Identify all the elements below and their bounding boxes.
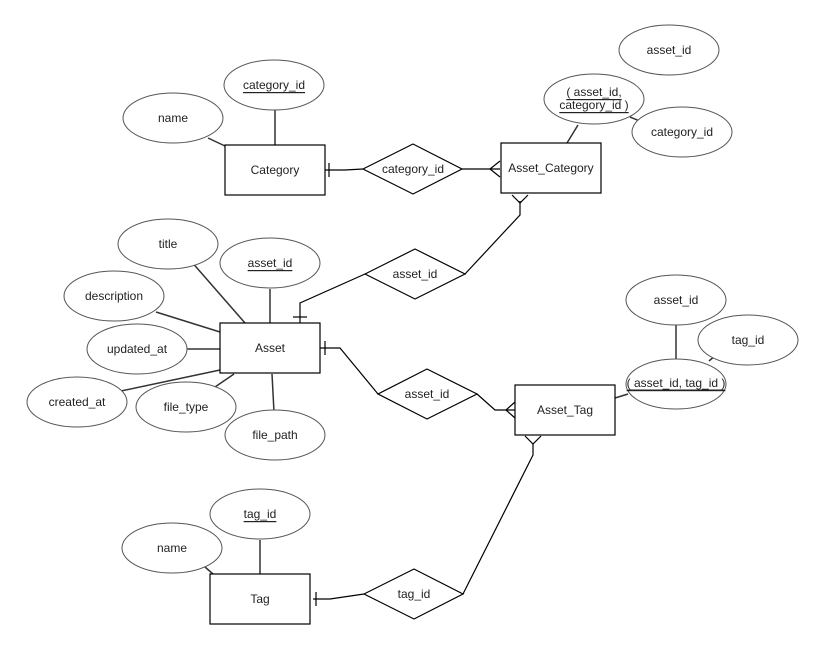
many-mark-asset-tag-bottom [524, 435, 542, 445]
entity-asset-category[interactable]: Asset_Category [500, 142, 602, 194]
entity-asset-category-label: Asset_Category [508, 161, 593, 175]
attr-asset-file-path[interactable]: file_path [224, 409, 326, 461]
attr-category-id-label: category_id [243, 78, 305, 92]
attr-tag-id-label: tag_id [244, 507, 277, 521]
entity-tag-label: Tag [250, 592, 269, 606]
entity-category-label: Category [251, 163, 300, 177]
attr-asset-description-label: description [85, 289, 143, 303]
attr-ac-key-line2: category_id ) [559, 98, 628, 112]
attr-at-asset-id-label: asset_id [654, 293, 699, 307]
relationship-asset-id-category[interactable]: asset_id [363, 248, 467, 300]
attr-asset-file-type[interactable]: file_type [135, 381, 237, 433]
connector-at-key [614, 393, 629, 399]
attr-asset-id[interactable]: asset_id [219, 237, 321, 289]
entity-category[interactable]: Category [224, 144, 326, 196]
attr-at-asset-id[interactable]: asset_id [625, 274, 727, 326]
attr-asset-created-at[interactable]: created_at [26, 376, 128, 428]
attr-ac-category-id-label: category_id [651, 125, 713, 139]
attr-asset-title[interactable]: title [117, 218, 219, 270]
attr-asset-description[interactable]: description [63, 270, 165, 322]
line-category-to-rel [325, 168, 364, 171]
many-mark-asset-tag-left [505, 401, 516, 419]
connector-file-path [271, 373, 275, 413]
attr-at-tag-id-label: tag_id [732, 333, 765, 347]
relationship-asset-id-tag[interactable]: asset_id [376, 368, 479, 420]
attr-at-tag-id[interactable]: tag_id [697, 314, 799, 366]
attr-asset-title-label: title [159, 237, 178, 251]
relationship-tag-id-label: tag_id [398, 587, 431, 601]
attr-asset-file-type-label: file_type [164, 400, 209, 414]
relationship-asset-id-category-label: asset_id [393, 267, 438, 281]
connector-tag-name [204, 566, 214, 575]
entity-asset-tag[interactable]: Asset_Tag [514, 384, 616, 436]
line-asset-to-rel-right [320, 347, 379, 395]
relationship-tag-id[interactable]: tag_id [362, 568, 465, 620]
line-rel-to-asset-category-bottom [464, 201, 521, 275]
many-mark-asset-category-left [489, 160, 501, 178]
attr-category-name-label: name [158, 111, 188, 125]
attr-ac-asset-id[interactable]: asset_id [618, 24, 720, 76]
attr-asset-file-path-label: file_path [252, 428, 297, 442]
attr-asset-updated-at-label: updated_at [107, 342, 168, 356]
relationship-lines [293, 160, 542, 606]
relationship-asset-id-tag-label: asset_id [405, 387, 450, 401]
connector-category-name [207, 137, 226, 147]
attr-category-name[interactable]: name [122, 92, 224, 144]
line-rel-to-asset-tag [476, 393, 515, 411]
attr-tag-id[interactable]: tag_id [209, 488, 311, 540]
entity-asset[interactable]: Asset [219, 322, 321, 374]
attr-asset-updated-at[interactable]: updated_at [86, 323, 188, 375]
attr-tag-name[interactable]: name [121, 522, 223, 574]
line-rel-to-asset-tag-bottom [462, 443, 534, 595]
attr-ac-key[interactable]: ( asset_id, category_id ) [543, 73, 645, 125]
attr-ac-asset-id-label: asset_id [647, 43, 692, 57]
entity-asset-tag-label: Asset_Tag [537, 403, 593, 417]
attr-ac-key-line1: ( asset_id, [566, 85, 621, 99]
attr-ac-category-id[interactable]: category_id [631, 106, 733, 158]
connector-file-type [214, 373, 235, 388]
connector-created-at [120, 369, 221, 392]
entity-tag[interactable]: Tag [209, 573, 311, 625]
entity-asset-label: Asset [255, 341, 286, 355]
relationship-category-id[interactable]: category_id [361, 143, 464, 195]
line-asset-to-rel-top [299, 273, 366, 323]
connector-ac-key [566, 124, 579, 144]
connector-title [189, 259, 246, 324]
relationship-category-id-label: category_id [382, 162, 444, 176]
attr-at-key-label: ( asset_id, tag_id ) [627, 376, 726, 390]
line-tag-to-rel [313, 593, 365, 600]
many-mark-asset-category-bottom [511, 194, 529, 204]
attr-at-key[interactable]: ( asset_id, tag_id ) [625, 358, 727, 410]
connector-description [155, 311, 221, 333]
attr-category-id[interactable]: category_id [223, 59, 325, 111]
attr-tag-name-label: name [157, 541, 187, 555]
attr-asset-id-label: asset_id [248, 256, 293, 270]
attr-asset-created-at-label: created_at [49, 395, 106, 409]
